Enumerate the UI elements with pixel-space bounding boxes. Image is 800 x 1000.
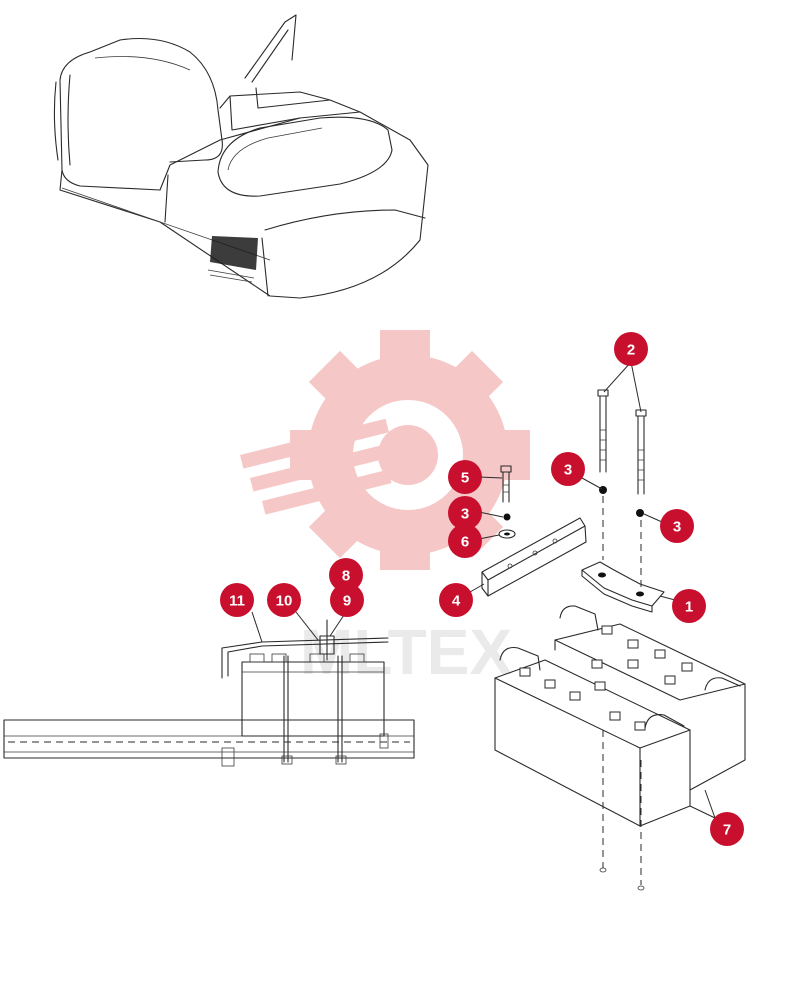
long-bolt-right	[635, 409, 647, 495]
watermark-stripes	[239, 418, 392, 515]
nut-right	[636, 509, 644, 517]
watermark-logo	[239, 330, 530, 570]
callout-9-circle	[330, 583, 364, 617]
callout-5-circle	[448, 460, 482, 494]
callout-7-label: 7	[723, 822, 731, 839]
callout-1-label: 1	[685, 599, 693, 616]
callout-9: 9	[330, 583, 364, 617]
callout-1: 1	[672, 589, 706, 623]
callout-11: 11	[220, 583, 254, 617]
callout-2-label: 2	[627, 342, 635, 359]
callout-5-label: 5	[461, 470, 469, 487]
long-bolt-left	[597, 389, 609, 473]
callout-3a: 3	[551, 452, 585, 486]
washer	[498, 529, 516, 539]
leader-lines	[251, 361, 716, 819]
callout-layer: 1 2 3 3 3 4 5 6 7 8 9 10 11	[220, 332, 744, 846]
small-nut	[503, 513, 511, 521]
battery-front	[494, 646, 691, 827]
angle-bracket	[481, 517, 587, 597]
callout-2: 2	[614, 332, 648, 366]
callout-10-label: 10	[276, 593, 293, 610]
callout-3c-circle	[448, 496, 482, 530]
callout-7: 7	[710, 812, 744, 846]
callout-8-circle	[329, 558, 363, 592]
callout-4-label: 4	[452, 593, 461, 610]
callout-3b-label: 3	[673, 519, 681, 536]
callout-10: 10	[267, 583, 301, 617]
callout-4-circle	[439, 583, 473, 617]
callout-3b-circle	[660, 509, 694, 543]
nut-left	[599, 486, 607, 494]
vent-grille	[207, 236, 258, 283]
callout-3c-label: 3	[461, 506, 469, 523]
callout-6-label: 6	[461, 534, 469, 551]
callout-7-circle	[710, 812, 744, 846]
machine-overview	[53, 14, 429, 299]
callout-2-circle	[614, 332, 648, 366]
callout-8-label: 8	[342, 568, 350, 585]
callout-11-label: 11	[229, 593, 245, 610]
side-view-assembly	[3, 619, 415, 767]
callout-6: 6	[448, 524, 482, 558]
callout-3a-label: 3	[564, 462, 572, 479]
callout-3b: 3	[660, 509, 694, 543]
callout-5: 5	[448, 460, 482, 494]
callout-3a-circle	[551, 452, 585, 486]
callout-8: 8	[329, 558, 363, 592]
watermark-text: MLTEX	[300, 616, 512, 688]
clamp-plate	[581, 561, 665, 613]
short-bolt	[500, 465, 512, 503]
callout-10-circle	[267, 583, 301, 617]
battery-rear	[554, 605, 746, 791]
callout-11-circle	[220, 583, 254, 617]
callout-3c: 3	[448, 496, 482, 530]
callout-1-circle	[672, 589, 706, 623]
callout-6-circle	[448, 524, 482, 558]
callout-4: 4	[439, 583, 473, 617]
callout-9-label: 9	[343, 593, 351, 610]
